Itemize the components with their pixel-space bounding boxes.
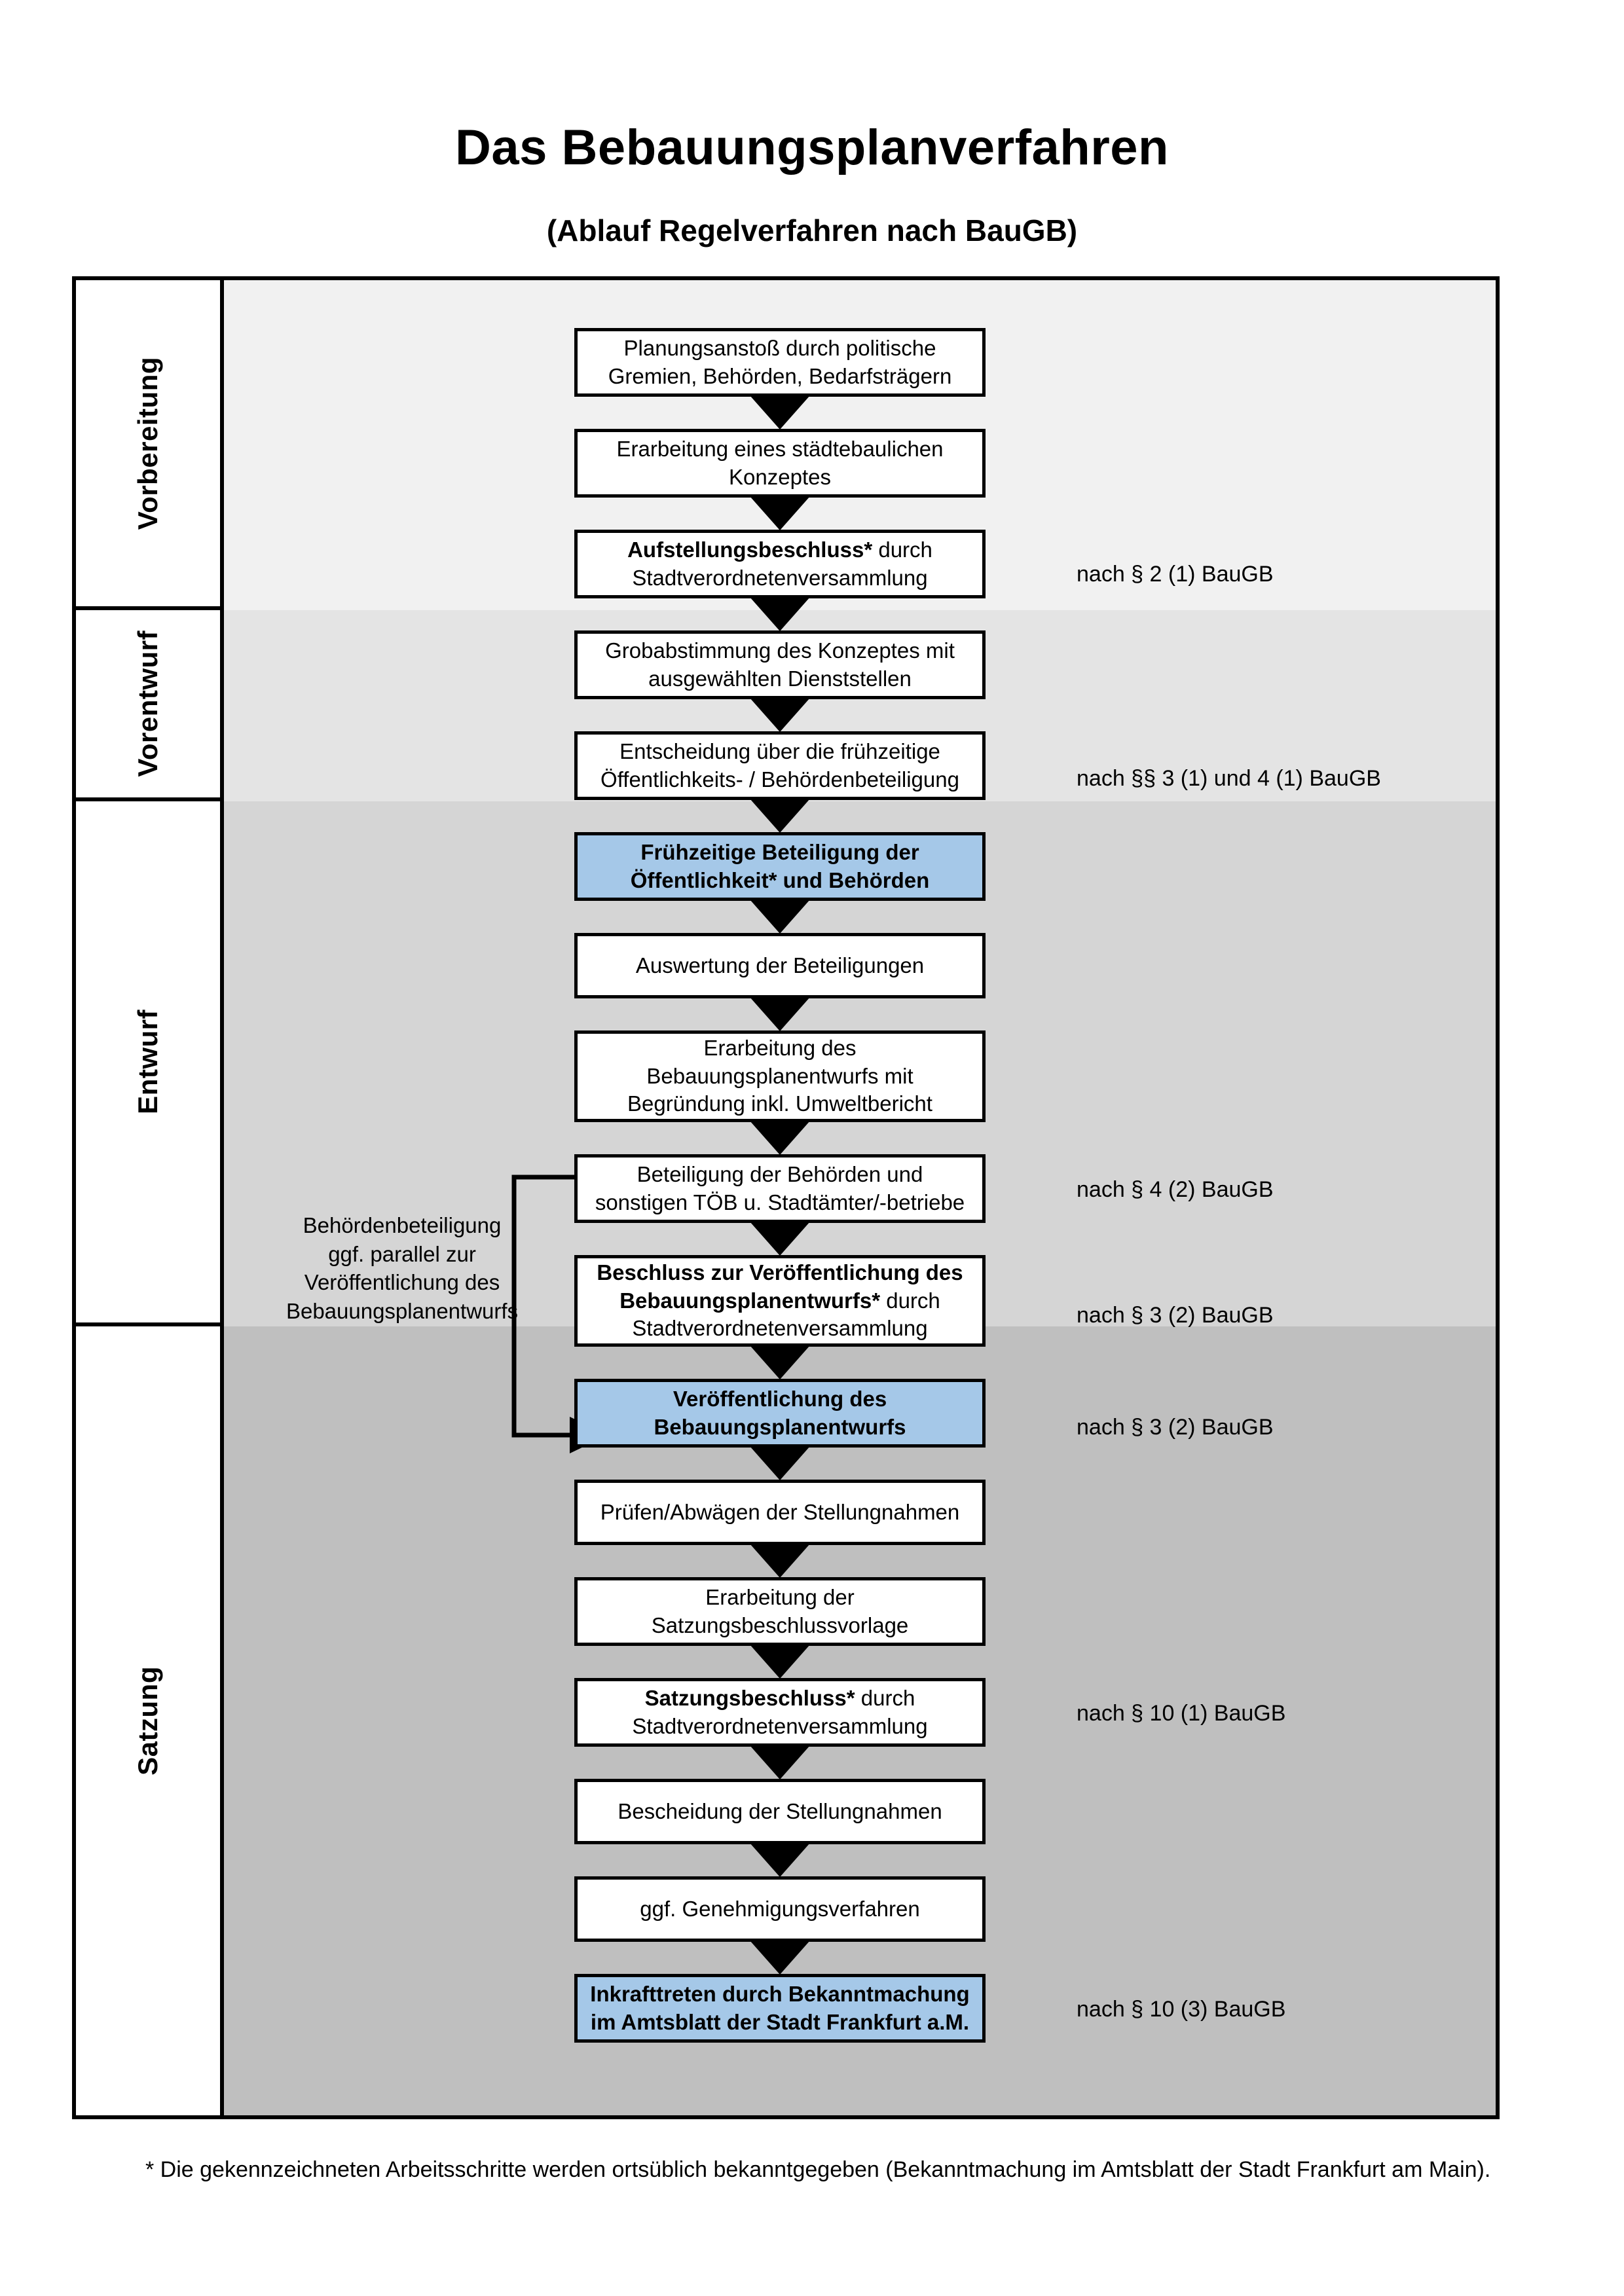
flow-arrow-s8-s9	[750, 1121, 810, 1155]
step-node-s17[interactable]: Inkrafttreten durch Bekanntmachung im Am…	[574, 1974, 986, 2043]
flow-arrow-s9-s10	[750, 1222, 810, 1256]
side-note: Behördenbeteiligung ggf. parallel zur Ve…	[245, 1211, 559, 1325]
flow-arrow-s10-s11	[750, 1345, 810, 1379]
step-node-s10[interactable]: Beschluss zur Veröffentlichung des Bebau…	[574, 1255, 986, 1347]
flow-arrow-s3-s4	[750, 597, 810, 631]
step-node-s7[interactable]: Auswertung der Beteiligungen	[574, 933, 986, 998]
step-node-s16[interactable]: ggf. Genehmigungsverfahren	[574, 1876, 986, 1942]
phase-label-text: Satzung	[132, 1666, 163, 1776]
step-label: Frühzeitige Beteiligung der Öffentlichke…	[630, 839, 930, 892]
phase-label-satzung: Satzung	[76, 1326, 224, 2115]
phase-label-text: Vorbereitung	[132, 356, 163, 530]
flow-arrow-s4-s5	[750, 698, 810, 732]
law-reference-s10: nach § 3 (2) BauGB	[1077, 1303, 1274, 1328]
step-node-s8[interactable]: Erarbeitung des Bebauungsplanentwurfs mi…	[574, 1030, 986, 1122]
step-label: ggf. Genehmigungsverfahren	[640, 1896, 920, 1921]
flow-arrow-s6-s7	[750, 900, 810, 934]
law-reference-s3: nach § 2 (1) BauGB	[1077, 562, 1274, 587]
footnote: * Die gekennzeichneten Arbeitsschritte w…	[145, 2157, 1491, 2182]
step-node-s12[interactable]: Prüfen/Abwägen der Stellungnahmen	[574, 1480, 986, 1545]
step-node-s15[interactable]: Bescheidung der Stellungnahmen	[574, 1779, 986, 1844]
step-label: Prüfen/Abwägen der Stellungnahmen	[600, 1499, 960, 1524]
flow-arrow-s7-s8	[750, 997, 810, 1031]
law-reference-s14: nach § 10 (1) BauGB	[1077, 1701, 1286, 1726]
flow-arrow-s15-s16	[750, 1843, 810, 1877]
phase-label-vorbereitung: Vorbereitung	[76, 280, 224, 610]
flow-arrow-s12-s13	[750, 1544, 810, 1578]
step-label: Entscheidung über die frühzeitige Öffent…	[600, 738, 959, 792]
step-label: Auswertung der Beteiligungen	[635, 953, 925, 977]
step-label: Erarbeitung des Bebauungsplanentwurfs mi…	[627, 1035, 932, 1116]
step-node-s6[interactable]: Frühzeitige Beteiligung der Öffentlichke…	[574, 832, 986, 901]
step-node-s3[interactable]: Aufstellungsbeschluss* durch Stadtverord…	[574, 530, 986, 598]
step-label: Aufstellungsbeschluss* durch Stadtverord…	[627, 537, 932, 590]
side-note-line: ggf. parallel zur	[328, 1241, 476, 1266]
step-label: Veröffentlichung des Bebauungsplanentwur…	[654, 1386, 906, 1439]
step-label: Beschluss zur Veröffentlichung des Bebau…	[597, 1260, 963, 1341]
step-node-s5[interactable]: Entscheidung über die frühzeitige Öffent…	[574, 731, 986, 800]
step-label: Satzungsbeschluss* durch Stadtverordnete…	[632, 1685, 928, 1738]
flow-arrow-s11-s12	[750, 1446, 810, 1480]
phase-label-entwurf: Entwurf	[76, 801, 224, 1326]
step-label: Bescheidung der Stellungnahmen	[618, 1798, 942, 1823]
flow-arrow-s2-s3	[750, 496, 810, 530]
step-node-s2[interactable]: Erarbeitung eines städtebaulichen Konzep…	[574, 429, 986, 498]
step-label: Beteiligung der Behörden und sonstigen T…	[595, 1161, 965, 1214]
step-label: Planungsanstoß durch politische Gremien,…	[608, 335, 952, 388]
law-reference-s11: nach § 3 (2) BauGB	[1077, 1415, 1274, 1440]
step-node-s11[interactable]: Veröffentlichung des Bebauungsplanentwur…	[574, 1379, 986, 1448]
page-title: Das Bebauungsplanverfahren	[455, 120, 1169, 175]
flow-arrow-s5-s6	[750, 799, 810, 833]
step-node-s4[interactable]: Grobabstimmung des Konzeptes mit ausgewä…	[574, 630, 986, 699]
law-reference-s6: nach §§ 3 (1) und 4 (1) BauGB	[1077, 766, 1381, 791]
flow-arrow-s13-s14	[750, 1645, 810, 1679]
side-note-line: Bebauungsplanentwurfs	[286, 1298, 519, 1323]
step-label: Grobabstimmung des Konzeptes mit ausgewä…	[605, 638, 955, 691]
step-label: Erarbeitung eines städtebaulichen Konzep…	[616, 436, 944, 489]
phase-label-text: Vorentwurf	[132, 630, 163, 777]
flow-arrow-s14-s15	[750, 1745, 810, 1779]
step-label: Erarbeitung der Satzungsbeschlussvorlage	[651, 1584, 909, 1637]
side-note-line: Behördenbeteiligung	[303, 1213, 502, 1237]
diagram-frame: Vorbereitung Vorentwurf Entwurf Satzung …	[72, 276, 1500, 2119]
phase-label-text: Entwurf	[132, 1010, 163, 1114]
page-subtitle: (Ablauf Regelverfahren nach BauGB)	[546, 213, 1078, 247]
law-reference-s17: nach § 10 (3) BauGB	[1077, 1997, 1286, 2022]
flow-arrow-s1-s2	[750, 395, 810, 429]
flow-arrow-s16-s17	[750, 1941, 810, 1975]
step-node-s13[interactable]: Erarbeitung der Satzungsbeschlussvorlage	[574, 1577, 986, 1646]
step-node-s1[interactable]: Planungsanstoß durch politische Gremien,…	[574, 328, 986, 397]
phase-label-vorentwurf: Vorentwurf	[76, 610, 224, 801]
step-node-s9[interactable]: Beteiligung der Behörden und sonstigen T…	[574, 1154, 986, 1223]
law-reference-s9: nach § 4 (2) BauGB	[1077, 1177, 1274, 1202]
step-label: Inkrafttreten durch Bekanntmachung im Am…	[590, 1981, 970, 2034]
side-note-line: Veröffentlichung des	[304, 1270, 500, 1295]
step-node-s14[interactable]: Satzungsbeschluss* durch Stadtverordnete…	[574, 1678, 986, 1747]
